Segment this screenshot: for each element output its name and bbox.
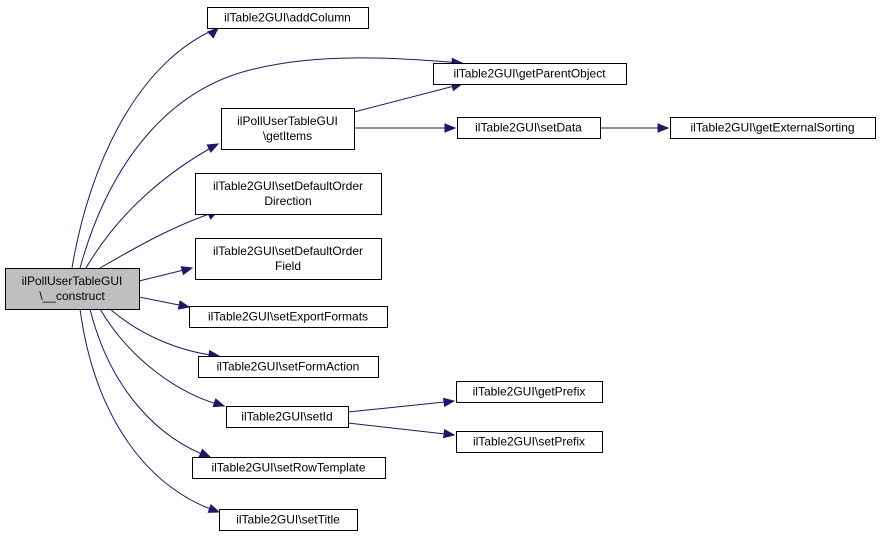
node-label: ilPollUserTableGUI bbox=[237, 114, 338, 128]
node-box[interactable] bbox=[456, 431, 603, 453]
edge-line bbox=[347, 422, 455, 436]
node-label: ilTable2GUI\getPrefix bbox=[473, 385, 586, 399]
node-label: Direction bbox=[264, 194, 311, 208]
edge-arrowhead bbox=[180, 266, 194, 276]
edge-arrowhead bbox=[206, 143, 220, 153]
node-setTitle[interactable]: ilTable2GUI\setTitle bbox=[219, 509, 358, 531]
edge-root-to-setId bbox=[99, 308, 226, 408]
node-box[interactable] bbox=[219, 509, 358, 531]
edge-line bbox=[99, 308, 225, 407]
edge-line bbox=[89, 308, 211, 458]
node-setExportFormats[interactable]: ilTable2GUI\setExportFormats bbox=[189, 306, 388, 328]
node-label: \__construct bbox=[39, 289, 105, 303]
node-getItems[interactable]: ilPollUserTableGUI\getItems bbox=[221, 108, 355, 150]
node-box[interactable] bbox=[195, 173, 382, 215]
edge-setId-to-setPrefix bbox=[347, 422, 456, 439]
node-box[interactable] bbox=[195, 238, 382, 280]
node-label: ilTable2GUI\setId bbox=[241, 410, 332, 424]
edge-setId-to-getPrefix bbox=[347, 397, 456, 413]
call-nodes: ilPollUserTableGUI\__constructilTable2GU… bbox=[5, 7, 876, 531]
edge-setData-to-getExternalSorting bbox=[600, 123, 670, 133]
node-box[interactable] bbox=[221, 108, 355, 150]
node-getPrefix[interactable]: ilTable2GUI\getPrefix bbox=[456, 381, 603, 403]
node-box[interactable] bbox=[5, 268, 140, 310]
node-label: ilTable2GUI\setDefaultOrder bbox=[213, 179, 363, 193]
edge-arrowhead bbox=[207, 504, 221, 513]
node-label: ilTable2GUI\setExportFormats bbox=[208, 310, 368, 324]
node-root[interactable]: ilPollUserTableGUI\__construct bbox=[5, 268, 140, 310]
edge-line bbox=[109, 308, 220, 357]
edge-line bbox=[85, 143, 219, 269]
node-label: ilTable2GUI\getParentObject bbox=[453, 67, 606, 81]
edge-arrowhead bbox=[442, 428, 456, 439]
node-label: ilTable2GUI\setData bbox=[475, 121, 582, 135]
call-edges bbox=[71, 27, 670, 513]
edge-root-to-getItems bbox=[85, 143, 220, 269]
edge-getItems-to-setData bbox=[354, 123, 457, 133]
edge-line bbox=[79, 57, 463, 269]
edge-arrowhead bbox=[212, 398, 226, 408]
node-label: ilTable2GUI\setRowTemplate bbox=[211, 461, 365, 475]
node-box[interactable] bbox=[192, 457, 386, 479]
edge-root-to-setDefaultOrderField bbox=[138, 266, 194, 282]
edge-arrowhead bbox=[444, 123, 457, 133]
node-label: ilPollUserTableGUI bbox=[22, 274, 123, 288]
edge-root-to-addColumn bbox=[71, 27, 219, 269]
node-box[interactable] bbox=[189, 306, 388, 328]
node-addColumn[interactable]: ilTable2GUI\addColumn bbox=[207, 7, 369, 29]
node-box[interactable] bbox=[226, 406, 349, 428]
node-box[interactable] bbox=[670, 117, 876, 139]
edge-arrowhead bbox=[442, 397, 456, 408]
edge-line bbox=[99, 210, 219, 269]
node-setFormAction[interactable]: ilTable2GUI\setFormAction bbox=[198, 356, 379, 378]
edge-root-to-setExportFormats bbox=[138, 296, 191, 310]
node-label: ilTable2GUI\setFormAction bbox=[217, 360, 360, 374]
node-label: ilTable2GUI\addColumn bbox=[224, 11, 351, 25]
node-setData[interactable]: ilTable2GUI\setData bbox=[457, 117, 601, 139]
edge-arrowhead bbox=[177, 300, 191, 310]
node-label: \getItems bbox=[263, 129, 312, 143]
node-label: ilTable2GUI\setDefaultOrder bbox=[213, 244, 363, 258]
node-setRowTemplate[interactable]: ilTable2GUI\setRowTemplate bbox=[192, 457, 386, 479]
node-setPrefix[interactable]: ilTable2GUI\setPrefix bbox=[456, 431, 603, 453]
node-getParentObject[interactable]: ilTable2GUI\getParentObject bbox=[433, 63, 627, 85]
node-label: ilTable2GUI\setPrefix bbox=[473, 435, 585, 449]
edge-root-to-getParentObject bbox=[79, 57, 464, 269]
edge-line bbox=[353, 83, 463, 113]
edge-line bbox=[79, 308, 220, 513]
node-box[interactable] bbox=[456, 381, 603, 403]
node-label: Field bbox=[275, 259, 301, 273]
node-getExternalSorting[interactable]: ilTable2GUI\getExternalSorting bbox=[670, 117, 876, 139]
edge-getItems-to-getParentObject bbox=[353, 82, 464, 113]
edge-line bbox=[347, 400, 455, 413]
edge-arrowhead bbox=[657, 123, 670, 133]
edge-line bbox=[71, 27, 219, 269]
edge-root-to-setTitle bbox=[79, 308, 221, 513]
node-box[interactable] bbox=[457, 117, 601, 139]
node-setId[interactable]: ilTable2GUI\setId bbox=[226, 406, 349, 428]
node-label: ilTable2GUI\setTitle bbox=[236, 513, 340, 527]
edge-arrowhead bbox=[198, 448, 212, 458]
edge-root-to-setRowTemplate bbox=[89, 308, 212, 458]
node-box[interactable] bbox=[207, 7, 369, 29]
node-box[interactable] bbox=[433, 63, 627, 85]
edge-arrowhead bbox=[207, 27, 219, 39]
node-label: ilTable2GUI\getExternalSorting bbox=[690, 121, 854, 135]
node-box[interactable] bbox=[198, 356, 379, 378]
